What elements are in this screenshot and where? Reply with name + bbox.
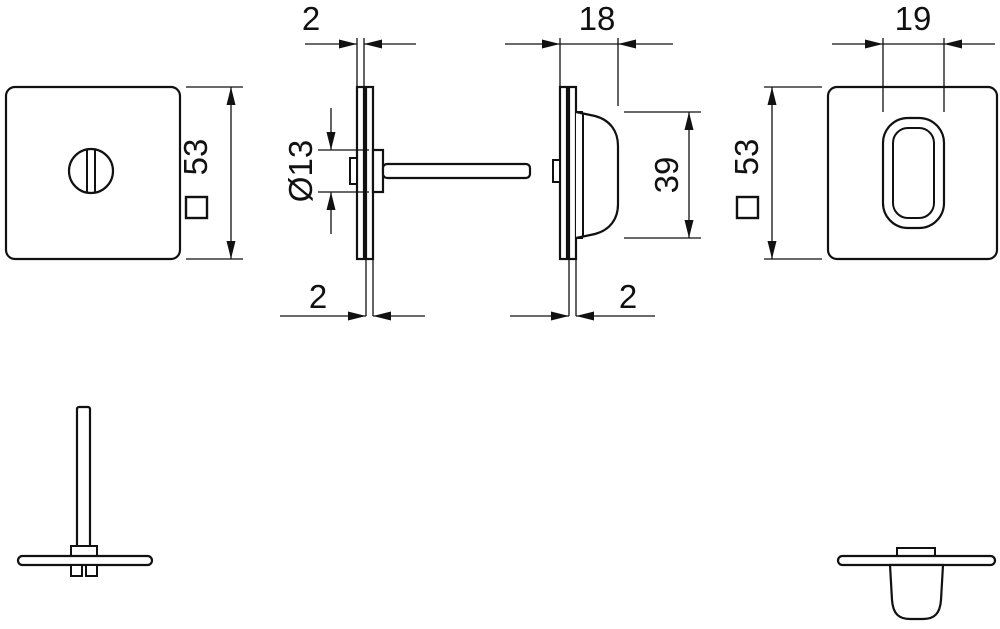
dim-collar-diameter: Ø13 [282, 108, 369, 234]
square-section-symbol [735, 195, 760, 220]
emergency-release-circle [67, 147, 115, 195]
spindle-collar [371, 148, 385, 194]
dim-arrow-left [364, 39, 382, 49]
spindle-shaft [381, 162, 532, 180]
rosette-plate-inner [567, 85, 578, 261]
dim-plate-thickness-bottom-right: 2 [510, 278, 655, 321]
spindle-shaft-vertical [75, 405, 92, 550]
dim-turn-height: 39 [624, 111, 701, 239]
dim-rosette-size-right: 53 [728, 86, 822, 260]
thumbturn-inner [892, 127, 935, 219]
dim-arrow-right [551, 311, 569, 321]
dim-label-plate-thickness-bottom-right: 2 [619, 278, 637, 315]
dim-plate-thickness-bottom-left: 2 [280, 278, 425, 321]
dim-arrow-down [767, 241, 777, 259]
dim-arrow-left [944, 39, 962, 49]
rosette-plate-edge [836, 554, 997, 567]
front-view-locking-rosette [4, 85, 182, 261]
front-view-thumbturn-rosette [826, 85, 999, 261]
dim-arrow-left [618, 39, 636, 49]
dim-turn-width: 19 [832, 0, 995, 112]
dim-label-rosette-size-left: 53 [177, 139, 214, 176]
dim-label-collar-diameter: Ø13 [282, 140, 319, 202]
side-view-thumbturn-rosette [552, 38, 620, 316]
dim-arrow-left [373, 311, 391, 321]
dim-arrow-up [226, 87, 236, 105]
dim-arrow-right [339, 39, 357, 49]
dim-arrow-right [865, 39, 883, 49]
bottom-view-thumbturn [836, 547, 997, 621]
dim-arrow-up [767, 87, 777, 105]
side-view-spindle-rosette [349, 38, 532, 316]
dim-label-rosette-size-right: 53 [728, 139, 765, 176]
release-nut-tab [85, 564, 98, 577]
dim-arrow-left [576, 311, 594, 321]
rosette-plate-outer [355, 85, 366, 261]
thumbturn-profile [575, 110, 620, 240]
dim-arrow-right [542, 39, 560, 49]
release-nut-side [349, 157, 358, 185]
rosette-plate-edge [16, 554, 154, 567]
dim-arrow-right [348, 311, 366, 321]
dim-label-turn-width: 19 [895, 0, 932, 37]
dim-arrow-up [684, 112, 694, 130]
dim-arrow-down [684, 220, 694, 238]
release-nut-tab [70, 564, 83, 577]
dim-label-plate-thickness-bottom-left: 2 [309, 278, 327, 315]
dim-arrow-down [326, 132, 336, 150]
dim-arrow-down [226, 241, 236, 259]
rosette-plate-outer [558, 85, 569, 261]
square-section-symbol [184, 195, 209, 220]
dim-label-turn-depth: 18 [579, 0, 616, 37]
dim-arrow-up [326, 192, 336, 210]
dim-turn-depth: 18 [505, 0, 673, 49]
thumbturn-grip [888, 563, 945, 621]
bottom-view-spindle [16, 405, 154, 577]
spindle-socket-side [552, 159, 561, 183]
dim-plate-thickness-top: 2 [302, 0, 416, 49]
dim-label-turn-height: 39 [648, 157, 685, 194]
dim-label-plate-thickness-top: 2 [302, 0, 320, 37]
dim-rosette-size-left: 53 [177, 86, 243, 260]
